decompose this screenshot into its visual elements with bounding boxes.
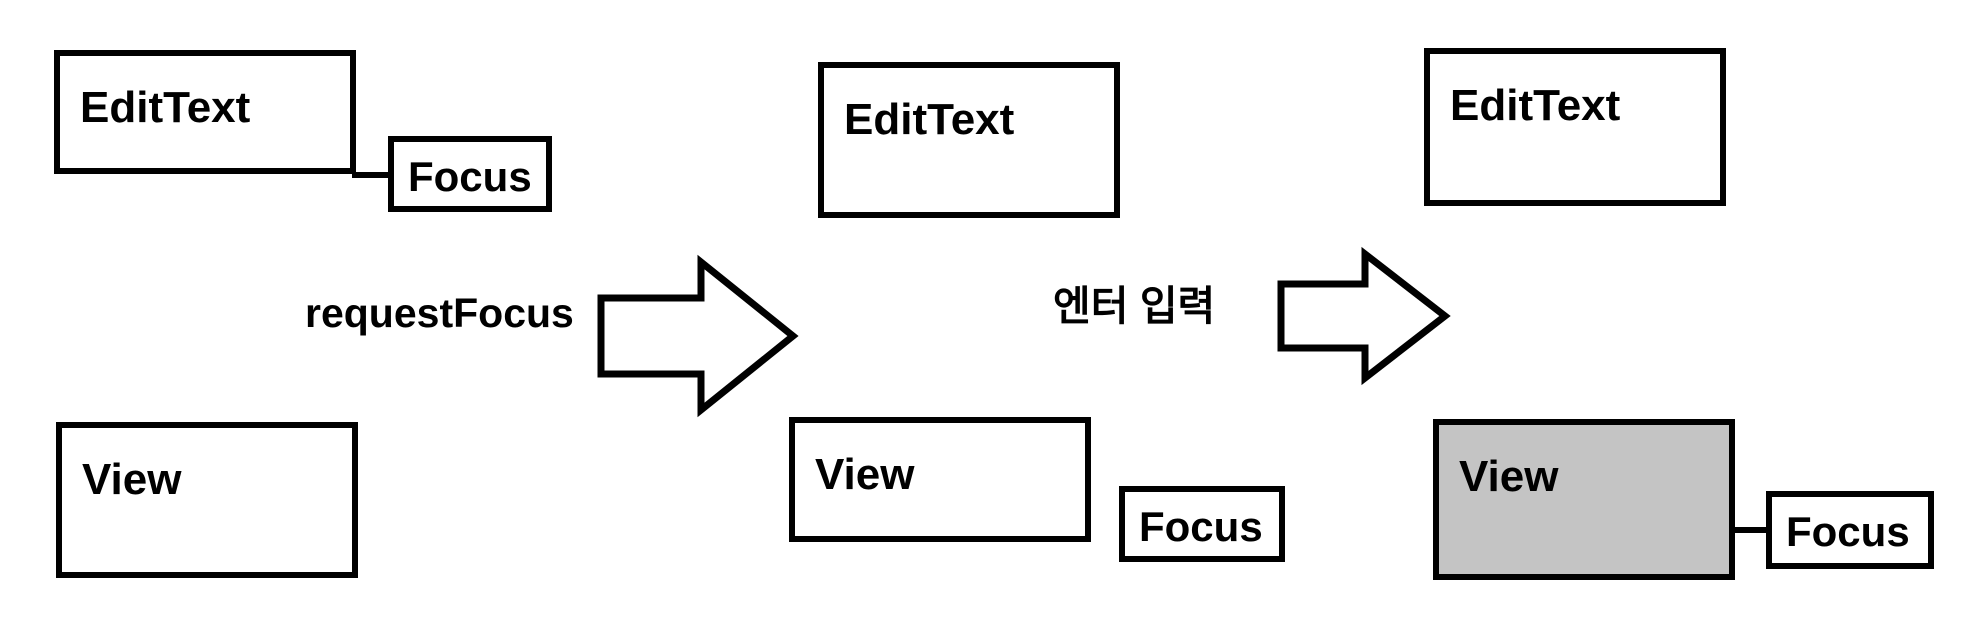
- stage3-view-label: View: [1459, 452, 1559, 501]
- stage3-view-focus-connector: [1730, 527, 1770, 533]
- stage3-view-box[interactable]: View: [1433, 419, 1735, 580]
- stage1-edittext-focus-connector: [352, 172, 392, 178]
- transition1-label: requestFocus: [305, 290, 574, 336]
- transition1-right-arrow-icon: [597, 254, 799, 418]
- stage2-view-label: View: [815, 450, 915, 499]
- stage3-edittext-label: EditText: [1450, 81, 1621, 130]
- stage1-edittext-box[interactable]: EditText: [54, 50, 356, 174]
- stage1-edittext-focus-box[interactable]: Focus: [388, 136, 552, 212]
- stage1-edittext-focus-label: Focus: [408, 153, 532, 200]
- stage3-view-focus-box[interactable]: Focus: [1766, 491, 1934, 569]
- stage1-edittext-label: EditText: [80, 83, 251, 132]
- stage2-edittext-label: EditText: [844, 95, 1015, 144]
- stage2-view-focus-box[interactable]: Focus: [1119, 486, 1285, 562]
- stage1-view-box[interactable]: View: [56, 422, 358, 578]
- transition2-right-arrow-icon: [1277, 246, 1451, 386]
- stage3-edittext-box[interactable]: EditText: [1424, 48, 1726, 206]
- stage3-view-focus-label: Focus: [1786, 508, 1910, 555]
- stage2-view-focus-label: Focus: [1139, 503, 1263, 550]
- stage2-edittext-box[interactable]: EditText: [818, 62, 1120, 218]
- stage1-view-label: View: [82, 455, 182, 504]
- transition2-label: 엔터 입력: [1053, 283, 1216, 329]
- stage2-view-box[interactable]: View: [789, 417, 1091, 542]
